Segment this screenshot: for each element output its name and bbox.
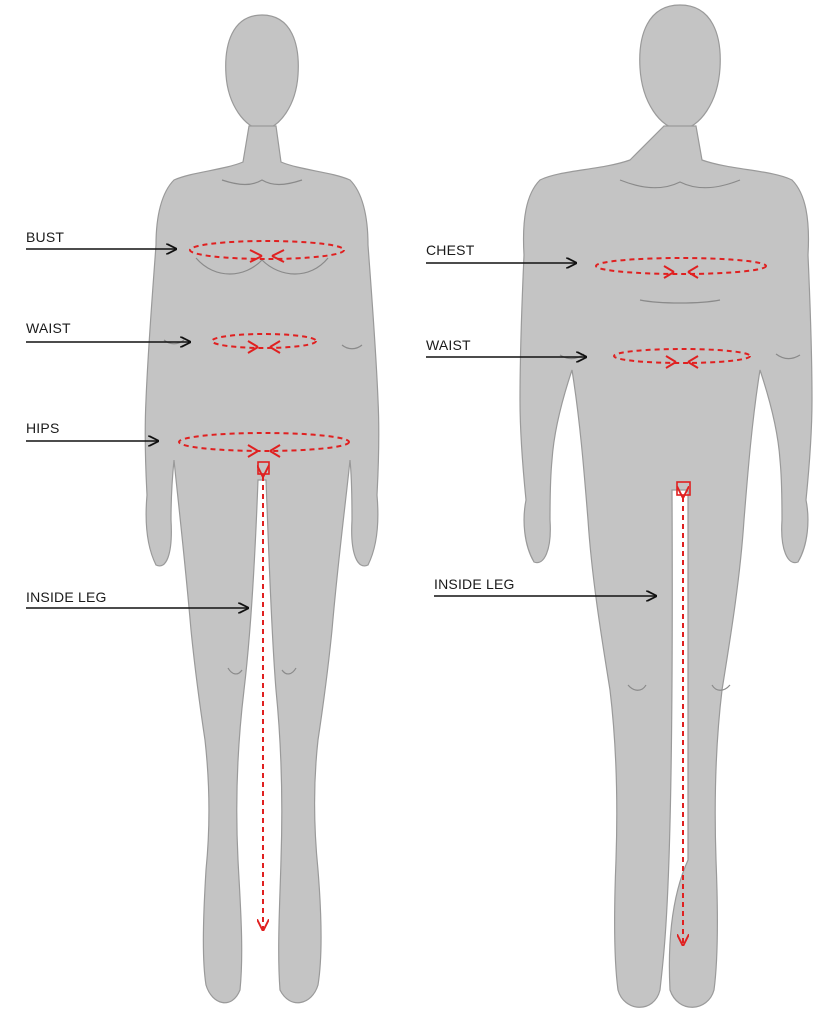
chest-label: CHEST [426,242,475,258]
male-figure: CHEST WAIST INSIDE LEG [426,5,812,1007]
male-waist-label: WAIST [426,337,471,353]
hips-label: HIPS [26,420,59,436]
male-head [640,5,720,130]
male-inside-leg-label: INSIDE LEG [434,576,515,592]
female-figure: BUST WAIST HIPS INSIDE LEG [26,15,379,1003]
female-inside-leg-label: INSIDE LEG [26,589,107,605]
female-body [145,126,379,1003]
bust-label: BUST [26,229,64,245]
female-head [226,15,299,130]
female-inside-leg-measure [258,462,269,930]
female-waist-label: WAIST [26,320,71,336]
